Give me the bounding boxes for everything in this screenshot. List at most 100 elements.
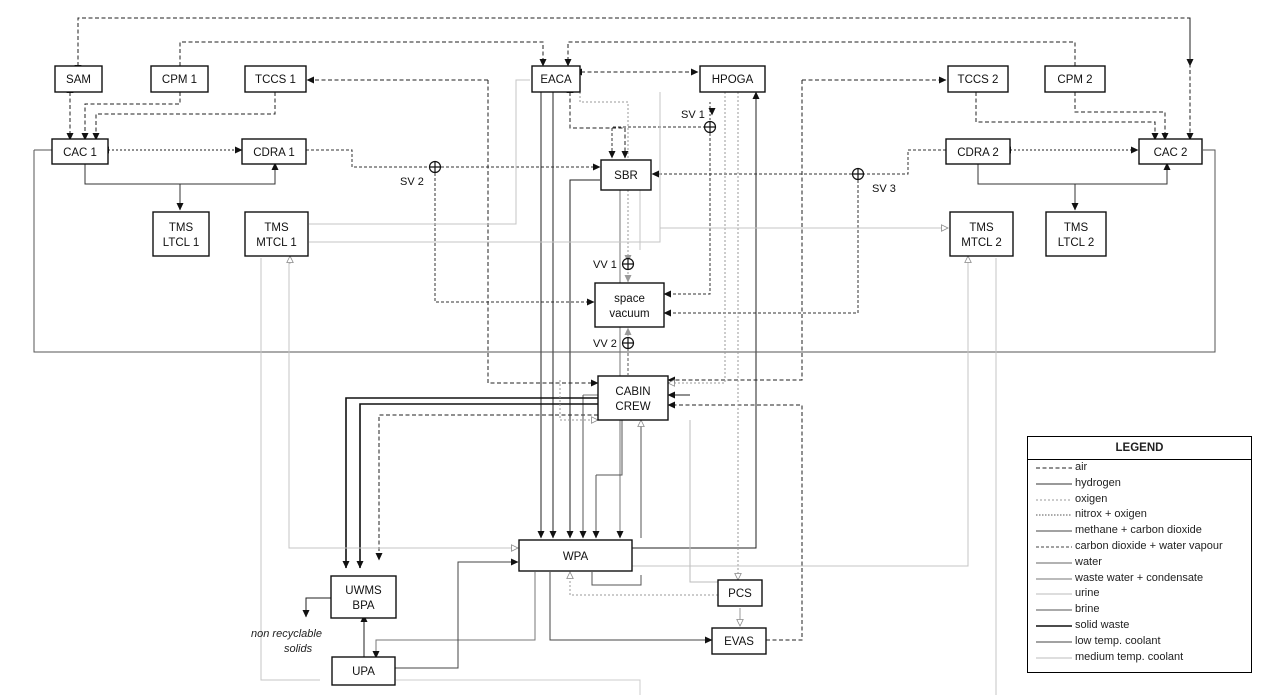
label-uwms-bpa-l1: UWMS <box>345 585 382 597</box>
legend-line-sample <box>1036 467 1072 469</box>
valve-vv2[interactable] <box>621 336 635 350</box>
label-tms-ltcl1-l2: LTCL 1 <box>163 237 199 249</box>
legend-line-sample <box>1036 546 1072 548</box>
box-sam[interactable] <box>54 65 103 93</box>
box-tccs1[interactable] <box>244 65 307 93</box>
label-wpa: WPA <box>563 551 589 563</box>
legend-line-sample <box>1036 657 1072 659</box>
valve-vv1[interactable] <box>621 257 635 271</box>
legend-item-label: air <box>1075 461 1088 473</box>
label-evas: EVAS <box>724 636 754 648</box>
label-tccs1: TCCS 1 <box>255 74 296 86</box>
legend-item-label: waste water + condensate <box>1075 571 1204 584</box>
label-non-recyclable-l2: solids <box>284 643 313 655</box>
label-cabin-crew-l1: CABIN <box>615 386 650 398</box>
label-vv2: VV 2 <box>593 338 617 350</box>
legend-item: urine <box>1028 586 1251 602</box>
box-tms-ltcl1[interactable] <box>152 211 210 257</box>
label-uwms-bpa-l2: BPA <box>352 600 374 612</box>
box-cdra1[interactable] <box>241 138 307 165</box>
label-eaca: EACA <box>540 74 572 86</box>
legend-item-label: brine <box>1075 603 1100 616</box>
label-sv3: SV 3 <box>872 183 896 195</box>
hydrogen-methane-lines <box>537 91 760 549</box>
box-cdra2[interactable] <box>945 138 1011 165</box>
label-tms-mtcl2-l2: MTCL 2 <box>961 237 1001 249</box>
solid-waste-lines <box>342 397 598 569</box>
box-tms-mtcl2[interactable] <box>949 211 1014 257</box>
legend-line-sample <box>1036 499 1072 501</box>
label-hpoga: HPOGA <box>712 74 754 86</box>
legend-item-label: urine <box>1075 587 1100 600</box>
label-cac1: CAC 1 <box>63 147 97 159</box>
legend-line-sample <box>1036 514 1072 516</box>
valve-sv2[interactable] <box>428 160 442 174</box>
box-cac1[interactable] <box>51 138 109 165</box>
medium-temp-coolant-lines <box>260 79 997 695</box>
box-tms-ltcl2[interactable] <box>1045 211 1107 257</box>
label-space-vacuum-l1: space <box>614 293 645 305</box>
legend-line-sample <box>1036 609 1072 611</box>
label-cabin-crew-l2: CREW <box>615 401 650 413</box>
box-upa[interactable] <box>331 656 396 686</box>
box-cpm1[interactable] <box>150 65 209 93</box>
legend-item-label: low temp. coolant <box>1075 634 1161 647</box>
box-cpm2[interactable] <box>1044 65 1106 93</box>
label-sbr: SBR <box>614 170 638 182</box>
label-sv1: SV 1 <box>681 109 705 121</box>
box-hpoga[interactable] <box>699 65 766 93</box>
legend-item-label: water <box>1075 555 1102 568</box>
label-tms-ltcl1-l1: TMS <box>169 222 194 234</box>
legend-item-label: solid waste <box>1075 618 1130 631</box>
low-temp-coolant-lines <box>81 156 1171 211</box>
label-sv2: SV 2 <box>400 176 424 188</box>
valve-sv1[interactable] <box>703 120 717 134</box>
box-evas[interactable] <box>711 627 767 655</box>
legend-item-label: carbon dioxide + water vapour <box>1075 539 1223 552</box>
component-boxes <box>51 65 1203 686</box>
legend-item: methane + carbon dioxide <box>1028 523 1251 539</box>
legend-item: air <box>1028 460 1251 476</box>
box-wpa[interactable] <box>518 539 633 572</box>
legend-line-sample <box>1036 578 1072 580</box>
valve-sv3[interactable] <box>851 167 865 181</box>
label-cpm2: CPM 2 <box>1057 74 1092 86</box>
label-cdra1: CDRA 1 <box>253 147 295 159</box>
box-pcs[interactable] <box>717 579 763 607</box>
waste-water-urine-brine-lines <box>302 92 744 695</box>
legend-item-label: methane + carbon dioxide <box>1075 524 1202 537</box>
air-lines <box>66 17 1194 641</box>
label-tms-ltcl2-l2: LTCL 2 <box>1058 237 1094 249</box>
box-cac2[interactable] <box>1138 138 1203 165</box>
legend-item-label: oxigen <box>1075 492 1108 505</box>
label-upa: UPA <box>352 666 375 678</box>
box-sbr[interactable] <box>600 159 652 191</box>
label-tms-mtcl2-l1: TMS <box>969 222 994 234</box>
box-eaca[interactable] <box>531 65 581 93</box>
box-tms-mtcl1[interactable] <box>244 211 309 257</box>
water-lines <box>33 149 1216 586</box>
legend-item: hydrogen <box>1028 476 1251 492</box>
co2-water-vapour-lines <box>306 100 946 317</box>
box-uwms-bpa[interactable] <box>330 575 397 619</box>
label-non-recyclable-l1: non recyclable <box>251 628 322 640</box>
label-space-vacuum-l2: vacuum <box>609 308 649 320</box>
legend-line-sample <box>1036 593 1072 595</box>
legend-item: oxigen <box>1028 492 1251 508</box>
label-tccs2: TCCS 2 <box>958 74 999 86</box>
legend-line-sample <box>1036 483 1072 485</box>
legend-item: brine <box>1028 602 1251 618</box>
legend-item: carbon dioxide + water vapour <box>1028 539 1251 555</box>
legend-item-label: medium temp. coolant <box>1075 650 1184 663</box>
box-tccs2[interactable] <box>947 65 1009 93</box>
label-tms-mtcl1-l1: TMS <box>264 222 289 234</box>
box-cabin-crew[interactable] <box>597 375 669 421</box>
oxigen-lines <box>559 92 726 424</box>
legend-line-sample <box>1036 530 1072 532</box>
legend-item: solid waste <box>1028 618 1251 634</box>
legend-line-sample <box>1036 562 1072 564</box>
legend-item: nitrox + oxigen <box>1028 507 1251 523</box>
box-space-vacuum[interactable] <box>594 282 665 328</box>
